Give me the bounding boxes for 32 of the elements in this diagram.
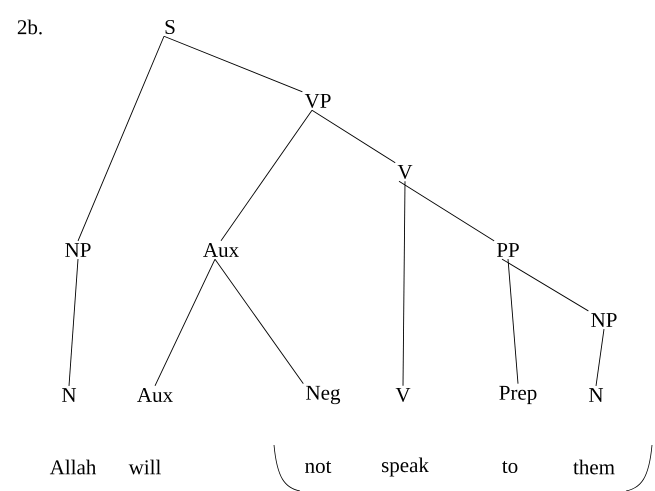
category-label: NP — [65, 243, 91, 257]
category-label: S — [166, 20, 175, 34]
category-label: Prep — [499, 386, 536, 404]
category-label: Neg — [306, 386, 340, 404]
category-label: V — [398, 164, 412, 180]
word: them — [573, 460, 615, 474]
tree-branch — [502, 258, 589, 312]
word: Allah — [50, 460, 96, 474]
tree-branch — [68, 258, 78, 386]
tree-branch — [220, 110, 312, 242]
tree-branch — [402, 180, 406, 386]
word: speak — [382, 457, 429, 477]
category-label: V — [396, 388, 410, 402]
category-label: VP — [304, 94, 331, 108]
category-label: N — [62, 388, 76, 402]
tree-branch — [214, 258, 304, 384]
tree-branch — [154, 258, 216, 386]
word: to — [502, 461, 518, 474]
category-label: N — [589, 388, 604, 402]
tree-branch — [596, 328, 604, 386]
category-label: Aux — [203, 242, 239, 258]
tree-branch — [398, 180, 495, 242]
category-label: PP — [496, 243, 519, 257]
category-label: NP — [591, 313, 617, 327]
category-label: Aux — [137, 388, 173, 402]
word: not — [305, 461, 332, 474]
tree-branch — [312, 110, 396, 164]
tree-branch — [508, 258, 518, 384]
word: will — [128, 460, 161, 474]
tree-branch — [164, 36, 303, 92]
tree-branch — [78, 36, 164, 242]
example-number: 2b. — [18, 20, 42, 34]
